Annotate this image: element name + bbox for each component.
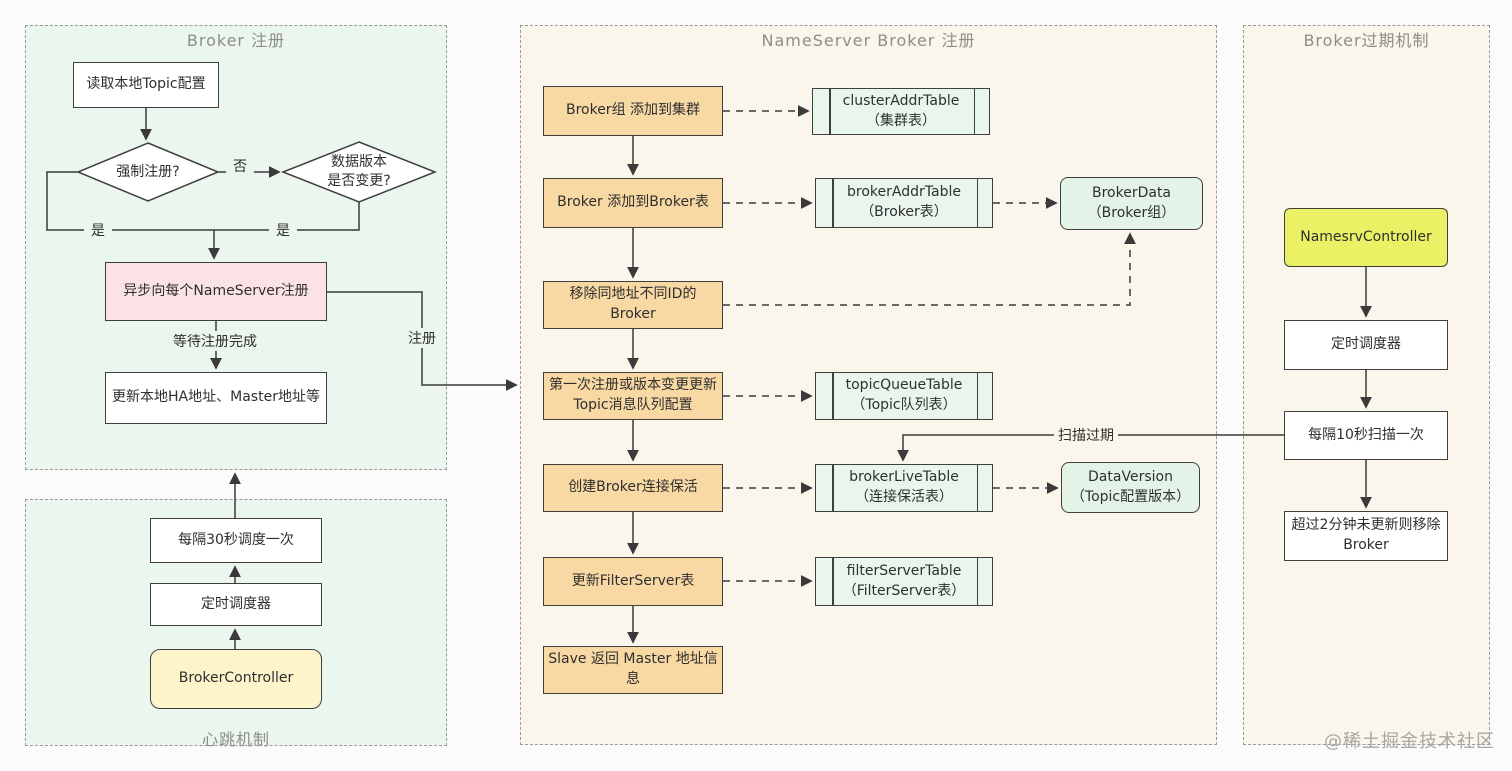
table-broker-live-name: brokerLiveTable [849, 469, 959, 486]
node-async-register: 异步向每个NameServer注册 [105, 262, 327, 321]
node-scan-10s-label: 每隔10秒扫描一次 [1308, 426, 1424, 443]
node-namesrv-controller: NamesrvController [1284, 208, 1448, 267]
section-title-heartbeat: 心跳机制 [201, 730, 270, 749]
table-topic-queue-name: topicQueueTable [845, 377, 963, 394]
table-topic-queue-alias: （Topic队列表） [851, 397, 957, 413]
node-broker-controller-label: BrokerController [178, 670, 294, 687]
node-step-update-filterserver-label: 更新FilterServer表 [571, 572, 695, 589]
node-step-create-keepalive: 创建Broker连接保活 [543, 464, 723, 512]
table-cluster-addr: clusterAddrTable （集群表） [812, 88, 990, 135]
node-every-30s: 每隔30秒调度一次 [150, 518, 322, 563]
edge-label-scan-expire: 扫描过期 [1054, 425, 1118, 445]
table-broker-live: brokerLiveTable （连接保活表） [815, 464, 993, 512]
node-broker-data: BrokerData （Broker组） [1060, 177, 1203, 230]
table-broker-addr-name: brokerAddrTable [847, 184, 961, 201]
decision-data-version: 数据版本 是否变更? [299, 148, 419, 196]
table-cluster-addr-name: clusterAddrTable [842, 92, 960, 109]
node-step-create-keepalive-label: 创建Broker连接保活 [568, 479, 698, 496]
section-title-broker-expire: Broker过期机制 [1303, 31, 1430, 50]
table-topic-queue: topicQueueTable （Topic队列表） [815, 372, 993, 420]
node-read-local-topic-label: 读取本地Topic配置 [86, 76, 206, 93]
section-title-broker-register: Broker 注册 [186, 31, 286, 50]
node-broker-data-alias: （Broker组） [1087, 204, 1176, 221]
table-filter-server-name: filterServerTable [846, 562, 962, 579]
watermark: @稀土掘金技术社区 [1324, 731, 1495, 752]
edge-label-register: 注册 [404, 328, 440, 348]
section-title-nameserver-register: NameServer Broker 注册 [761, 31, 976, 50]
table-broker-live-alias: （连接保活表） [855, 489, 953, 505]
node-heartbeat-timer: 定时调度器 [150, 583, 322, 626]
node-data-version: DataVersion （Topic配置版本） [1061, 462, 1200, 513]
node-scan-10s: 每隔10秒扫描一次 [1284, 411, 1448, 460]
node-step-update-topic-queue-label: 第一次注册或版本变更更新Topic消息队列配置 [549, 377, 717, 413]
node-broker-data-name: BrokerData [1091, 184, 1172, 201]
node-remove-after-2min-label: 超过2分钟未更新则移除Broker [1291, 517, 1441, 553]
node-every-30s-label: 每隔30秒调度一次 [178, 531, 294, 548]
node-expire-timer: 定时调度器 [1284, 320, 1448, 370]
node-step-update-filterserver: 更新FilterServer表 [543, 557, 723, 606]
node-heartbeat-timer-label: 定时调度器 [201, 595, 271, 612]
node-step-add-broker-table: Broker 添加到Broker表 [543, 178, 723, 228]
node-update-ha-master: 更新本地HA地址、Master地址等 [105, 372, 327, 424]
node-namesrv-controller-label: NamesrvController [1300, 228, 1432, 245]
node-step-add-broker-table-label: Broker 添加到Broker表 [557, 194, 709, 211]
node-step-update-topic-queue: 第一次注册或版本变更更新Topic消息队列配置 [543, 372, 723, 420]
decision-force-register: 强制注册? [93, 150, 203, 194]
edge-label-no: 否 [226, 155, 254, 177]
table-broker-addr: brokerAddrTable （Broker表） [815, 178, 993, 228]
node-step-remove-same-addr-label: 移除同地址不同ID的Broker [569, 286, 697, 322]
table-broker-addr-alias: （Broker表） [860, 204, 948, 220]
section-broker-expire [1243, 25, 1490, 745]
node-step-slave-return-master-label: Slave 返回 Master 地址信息 [548, 651, 718, 687]
decision-force-register-label: 强制注册? [116, 163, 180, 180]
node-expire-timer-label: 定时调度器 [1331, 336, 1401, 353]
node-broker-controller: BrokerController [150, 649, 322, 709]
edge-label-yes-left: 是 [84, 219, 112, 241]
decision-data-version-line2: 是否变更? [327, 173, 391, 189]
edge-label-yes-right: 是 [269, 219, 297, 241]
node-data-version-alias: （Topic配置版本） [1070, 488, 1191, 505]
node-update-ha-master-label: 更新本地HA地址、Master地址等 [112, 389, 320, 406]
node-step-remove-same-addr: 移除同地址不同ID的Broker [543, 281, 723, 329]
node-step-add-cluster: Broker组 添加到集群 [543, 86, 723, 136]
node-step-add-cluster-label: Broker组 添加到集群 [565, 102, 701, 119]
node-remove-after-2min: 超过2分钟未更新则移除Broker [1284, 511, 1448, 561]
decision-data-version-line1: 数据版本 [331, 154, 387, 171]
table-filter-server: filterServerTable （FilterServer表） [815, 557, 993, 606]
edge-label-wait-complete: 等待注册完成 [167, 331, 263, 351]
table-cluster-addr-alias: （集群表） [866, 112, 936, 129]
node-read-local-topic: 读取本地Topic配置 [73, 62, 219, 108]
node-async-register-label: 异步向每个NameServer注册 [123, 282, 309, 299]
node-step-slave-return-master: Slave 返回 Master 地址信息 [543, 646, 723, 694]
node-data-version-name: DataVersion [1088, 468, 1173, 485]
table-filter-server-alias: （FilterServer表） [842, 582, 966, 599]
